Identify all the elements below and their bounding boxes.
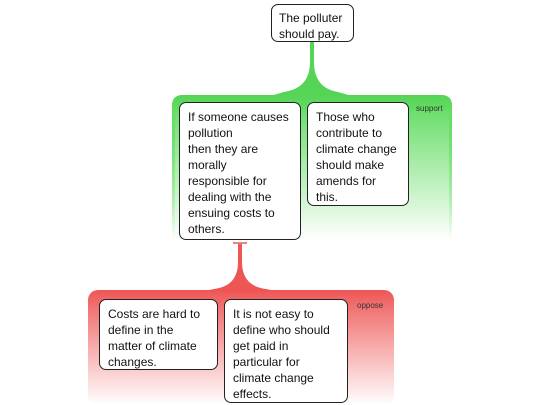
oppose-objection-box[interactable]: Costs are hard to define in the matter o…	[99, 299, 218, 370]
support-group-label: support	[416, 104, 443, 113]
oppose-group-label: oppose	[357, 301, 384, 310]
root-claim-box[interactable]: The polluter should pay.	[271, 4, 354, 42]
oppose-connector	[200, 244, 280, 292]
support-reason-box[interactable]: Those who contribute to climate change s…	[307, 102, 409, 206]
oppose-objection-box[interactable]: It is not easy to define who should get …	[224, 299, 348, 403]
support-connector	[270, 42, 352, 96]
support-reason-box[interactable]: If someone causes pollution then they ar…	[179, 102, 301, 240]
